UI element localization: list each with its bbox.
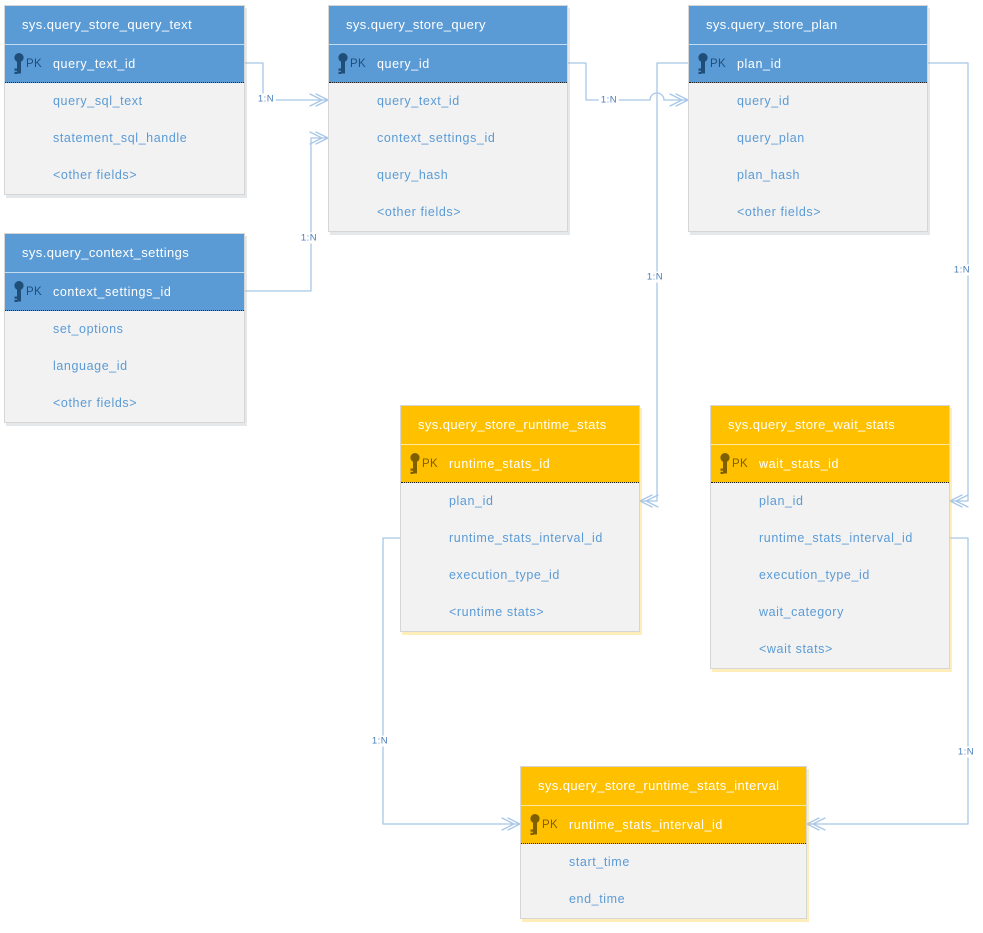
entity-query-store-query-text[interactable]: sys.query_store_query_text PK query_text… [4,5,245,195]
field-row[interactable]: set_options [53,322,124,336]
field-row[interactable]: <other fields> [377,205,462,219]
field-row[interactable]: execution_type_id [759,568,870,582]
table-title: sys.query_store_runtime_stats [401,406,639,445]
cardinality-label: 1:N [598,94,620,106]
pk-label: PK [710,57,726,70]
pk-field-name: context_settings_id [53,284,172,299]
entity-query-store-runtime-stats[interactable]: sys.query_store_runtime_stats PK runtime… [400,405,640,632]
table-title: sys.query_store_plan [689,6,927,45]
primary-key-icon [409,452,421,475]
field-row[interactable]: language_id [53,359,128,373]
field-row[interactable]: <other fields> [737,205,822,219]
field-row[interactable]: wait_category [759,605,844,619]
entity-query-store-runtime-stats-interval[interactable]: sys.query_store_runtime_stats_interval P… [520,766,807,919]
pk-field-name: wait_stats_id [759,456,840,471]
pk-field-name: runtime_stats_id [449,456,551,471]
pk-row[interactable]: PK wait_stats_id [711,445,949,483]
pk-row[interactable]: PK query_id [329,45,567,83]
cardinality-label: 1:N [369,735,391,747]
field-row[interactable]: <other fields> [53,396,138,410]
field-row[interactable]: <other fields> [53,168,138,182]
field-row[interactable]: query_text_id [377,94,460,108]
relationship-query-to-plan[interactable] [567,62,689,107]
pk-row[interactable]: PK runtime_stats_id [401,445,639,483]
pk-label: PK [350,57,366,70]
table-title: sys.query_store_runtime_stats_interval [521,767,806,806]
pk-label: PK [422,457,438,470]
pk-row[interactable]: PK runtime_stats_interval_id [521,806,806,844]
entity-query-store-wait-stats[interactable]: sys.query_store_wait_stats PK wait_stats… [710,405,950,669]
relationship-context-settings-to-query[interactable] [244,131,329,292]
field-row[interactable]: execution_type_id [449,568,560,582]
field-row[interactable]: start_time [569,855,630,869]
cardinality-label: 1:N [951,264,973,276]
relationship-wait-stats-to-interval[interactable] [806,537,969,831]
primary-key-icon [697,52,709,75]
field-row[interactable]: query_id [737,94,790,108]
table-title: sys.query_store_query [329,6,567,45]
primary-key-icon [529,813,541,836]
primary-key-icon [719,452,731,475]
field-row[interactable]: query_plan [737,131,805,145]
field-row[interactable]: runtime_stats_interval_id [759,531,913,545]
cardinality-label: 1:N [298,232,320,244]
pk-field-name: runtime_stats_interval_id [569,817,723,832]
cardinality-label: 1:N [955,746,977,758]
field-row[interactable]: statement_sql_handle [53,131,188,145]
entity-query-store-query[interactable]: sys.query_store_query PK query_id query_… [328,5,568,232]
field-row[interactable]: query_hash [377,168,449,182]
pk-label: PK [26,285,42,298]
entity-query-store-plan[interactable]: sys.query_store_plan PK plan_id query_id… [688,5,928,232]
pk-row[interactable]: PK query_text_id [5,45,244,83]
pk-label: PK [542,818,558,831]
relationship-plan-to-runtime-stats[interactable] [639,62,689,508]
table-title: sys.query_store_query_text [5,6,244,45]
pk-field-name: query_id [377,56,430,71]
primary-key-icon [13,52,25,75]
field-row[interactable]: runtime_stats_interval_id [449,531,603,545]
primary-key-icon [13,280,25,303]
field-row[interactable]: plan_id [449,494,494,508]
pk-field-name: plan_id [737,56,782,71]
pk-row[interactable]: PK context_settings_id [5,273,244,311]
field-row[interactable]: <wait stats> [759,642,833,656]
field-row[interactable]: query_sql_text [53,94,143,108]
pk-row[interactable]: PK plan_id [689,45,927,83]
field-row[interactable]: plan_hash [737,168,801,182]
field-row[interactable]: <runtime stats> [449,605,545,619]
primary-key-icon [337,52,349,75]
field-row[interactable]: plan_id [759,494,804,508]
relationship-plan-to-wait-stats[interactable] [927,62,969,508]
cardinality-label: 1:N [644,271,666,283]
field-row[interactable]: context_settings_id [377,131,496,145]
pk-field-name: query_text_id [53,56,136,71]
table-title: sys.query_store_wait_stats [711,406,949,445]
table-title: sys.query_context_settings [5,234,244,273]
cardinality-label: 1:N [255,93,277,105]
entity-query-context-settings[interactable]: sys.query_context_settings PK context_se… [4,233,245,423]
pk-label: PK [732,457,748,470]
field-row[interactable]: end_time [569,892,626,906]
pk-label: PK [26,57,42,70]
